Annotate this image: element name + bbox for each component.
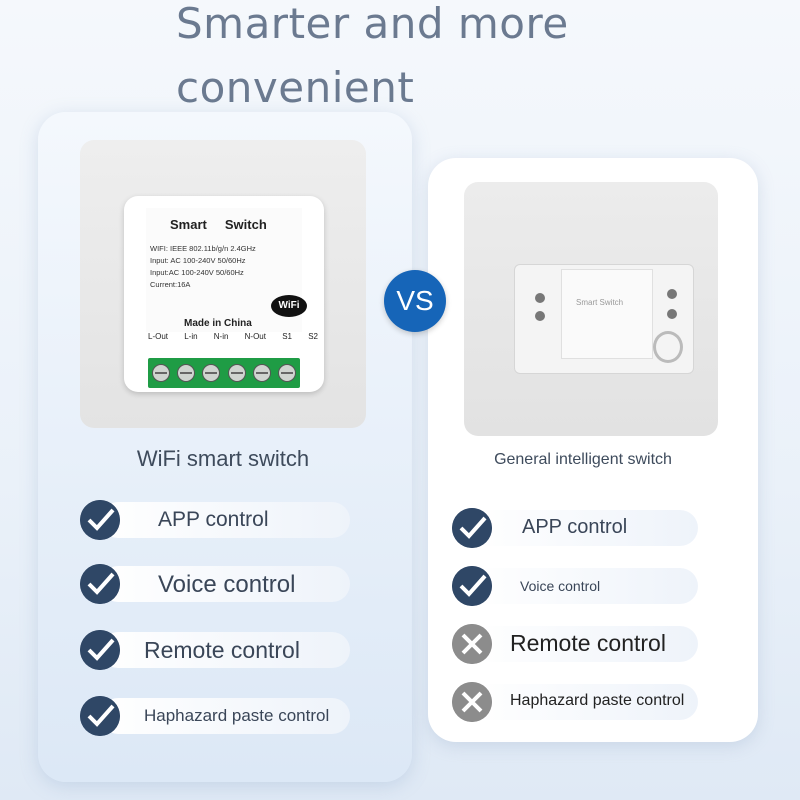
pin-label: L-Out (148, 332, 169, 341)
made-in-label: Made in China (184, 318, 252, 329)
terminal-dot-icon (667, 289, 677, 299)
feature-pill (472, 626, 698, 662)
pin-label: N-Out (244, 332, 266, 341)
feature-label: Voice control (520, 578, 601, 594)
feature-label: APP control (522, 516, 628, 538)
spec-line: Input: AC 100-240V 50/60Hz (150, 256, 246, 265)
feature-label: Remote control (510, 630, 666, 656)
vs-badge: VS (384, 270, 446, 332)
check-icon (80, 500, 120, 540)
check-icon (80, 630, 120, 670)
feature-pill (472, 510, 698, 546)
feature-pill (100, 698, 350, 734)
antenna-loop-icon (653, 331, 683, 363)
feature-label: Voice control (158, 571, 296, 598)
right-product-name: General intelligent switch (494, 451, 672, 468)
terminal-dot-icon (667, 309, 677, 319)
headline-line-1: Smarter and more (176, 0, 569, 48)
wifi-logo-icon: WiFi (271, 295, 307, 317)
device-title: Smart Switch (170, 217, 285, 232)
wifi-smart-switch-device: Smart Switch WIFI: IEEE 802.11b/g/n 2.4GH… (124, 196, 324, 392)
device-title: Smart Switch (576, 298, 624, 307)
check-icon (452, 508, 492, 548)
screw-icon (252, 364, 271, 382)
feature-label: Haphazard paste control (510, 692, 685, 709)
feature-pill (100, 632, 350, 668)
feature-pill (100, 566, 350, 602)
feature-label: APP control (158, 508, 269, 531)
feature-pill (472, 684, 698, 720)
feature-label: Haphazard paste control (144, 706, 330, 725)
feature-pill (100, 502, 350, 538)
device-title-smart: Smart (170, 217, 207, 232)
left-product-name: WiFi smart switch (136, 446, 310, 471)
pin-label: L-in (184, 332, 198, 341)
spec-line: Input:AC 100-240V 50/60Hz (150, 268, 244, 277)
screw-icon (176, 364, 195, 382)
feature-label: Remote control (144, 637, 300, 663)
pin-label: N-in (213, 332, 229, 341)
feature-pill (472, 568, 698, 604)
pin-labels: L-Out L-in N-in N-Out S1 S2 (148, 332, 318, 341)
terminal-dot-icon (535, 311, 545, 321)
headline: Smarter and more convenient (176, 0, 776, 120)
cross-icon (452, 624, 492, 664)
spec-line: Current:16A (150, 280, 191, 289)
terminal-dot-icon (535, 293, 545, 303)
screw-icon (278, 364, 297, 382)
pin-label: S2 (308, 332, 318, 341)
check-icon (80, 696, 120, 736)
screw-icon (202, 364, 221, 382)
spec-line: WIFI: IEEE 802.11b/g/n 2.4GHz (150, 244, 256, 253)
device-label: Smart Switch (561, 269, 653, 359)
terminal-block (148, 358, 300, 388)
general-switch-device: Smart Switch (514, 264, 694, 374)
check-icon (452, 566, 492, 606)
cross-icon (452, 682, 492, 722)
headline-line-2: convenient (176, 63, 415, 112)
device-title-switch: Switch (224, 217, 267, 232)
screw-icon (151, 364, 170, 382)
check-icon (80, 564, 120, 604)
screw-icon (227, 364, 246, 382)
pin-label: S1 (282, 332, 292, 341)
